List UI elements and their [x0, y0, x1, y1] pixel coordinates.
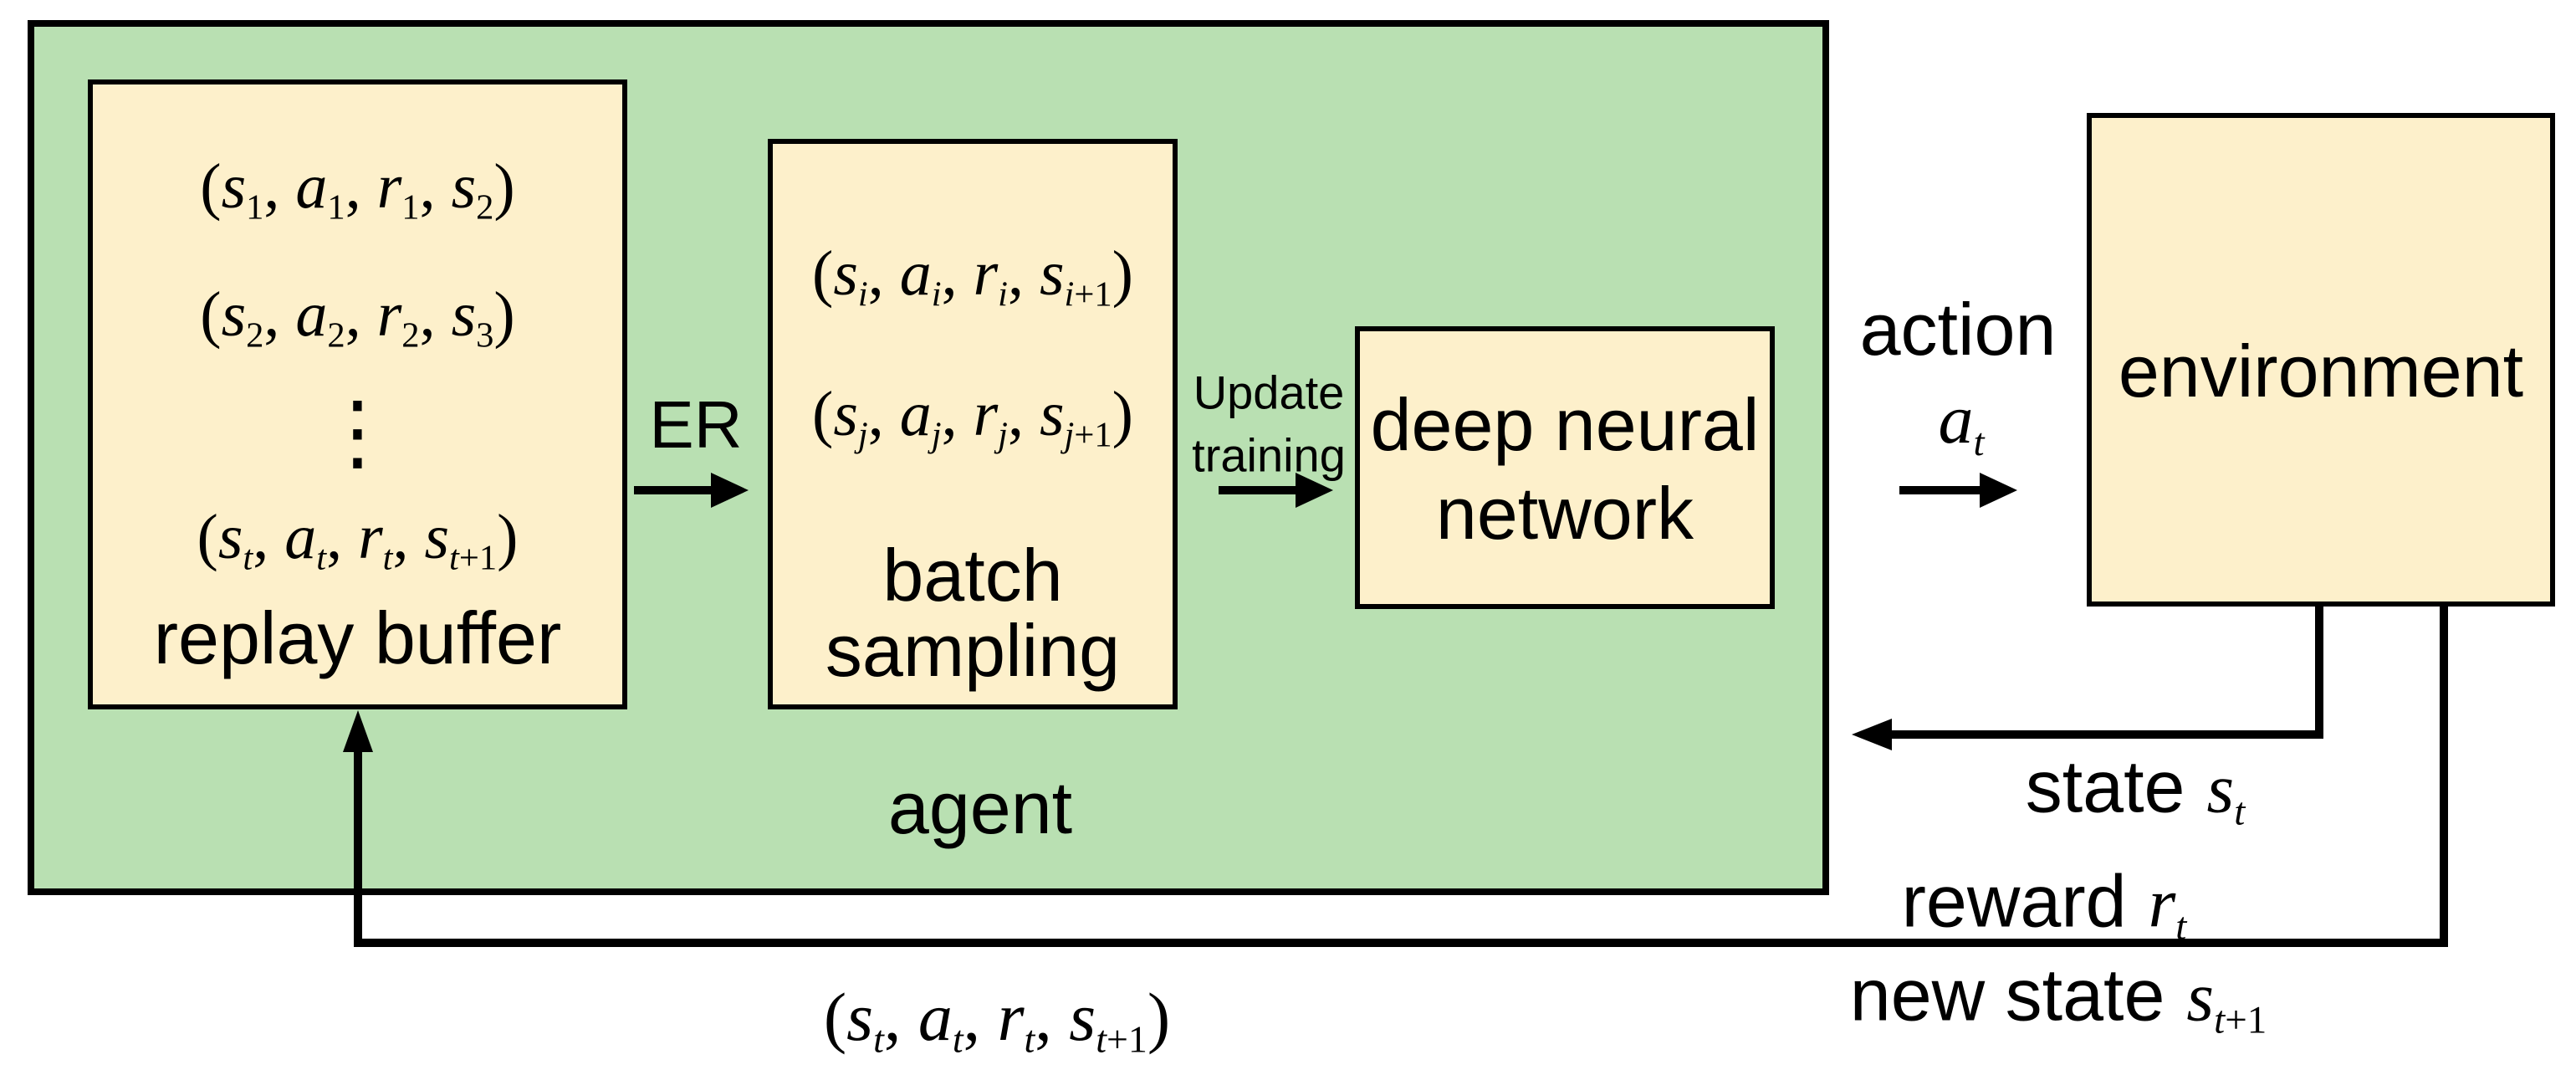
batch-sampling-label-line1: batch	[882, 533, 1063, 617]
state-arrowhead	[1852, 719, 1892, 750]
new-state-label: new state	[1849, 953, 2165, 1037]
replay-transition-2: (s2, a2, r2, s3)	[200, 279, 515, 356]
environment-box: environment	[2087, 113, 2555, 607]
er-label: ER	[649, 387, 743, 462]
new-state-label-group: new state st+1	[1849, 953, 2267, 1042]
state-label-group: state st	[2025, 745, 2246, 834]
agent-label: agent	[887, 765, 1073, 849]
er-arrow	[634, 473, 749, 508]
update-label-line1: Update	[1193, 366, 1345, 419]
batch-sampling-label-line2: sampling	[825, 608, 1121, 692]
feedback-arrowhead	[343, 710, 373, 752]
batch-sampling-box: (si, ai, ri, si+1) (sj, aj, rj, sj+1) ba…	[768, 139, 1178, 709]
reward-new-state-feedback-arrow	[343, 607, 2448, 947]
environment-label: environment	[2118, 329, 2524, 412]
batch-transition-j: (sj, aj, rj, sj+1)	[812, 379, 1133, 455]
batch-transition-i: (si, ai, ri, si+1)	[812, 238, 1133, 315]
stored-transition-label: (st, at, rt, st+1)	[823, 978, 1171, 1061]
state-symbol: st	[2206, 750, 2246, 834]
new-state-symbol: st+1	[2186, 958, 2267, 1042]
action-arrow	[1899, 473, 2017, 508]
feedback-arrow-path	[354, 607, 2448, 947]
action-symbol: at	[1938, 380, 1985, 464]
update-label-line2: training	[1192, 428, 1346, 482]
replay-buffer-label: replay buffer	[153, 596, 562, 679]
dnn-label-line1: deep neural	[1370, 382, 1760, 466]
state-arrow	[1852, 607, 2323, 750]
action-arrowhead	[1980, 473, 2017, 508]
vertical-ellipsis: ⋮	[315, 382, 400, 481]
update-training-arrow	[1219, 473, 1333, 508]
update-arrowhead	[1296, 473, 1333, 508]
reward-label-group: reward rt	[1901, 859, 2187, 949]
replay-buffer-box: (s1, a1, r1, s2) (s2, a2, r2, s3) ⋮ (st,…	[88, 79, 627, 709]
reward-symbol: rt	[2148, 864, 2187, 949]
replay-transition-t: (st, at, rt, st+1)	[197, 502, 519, 578]
er-arrowhead	[711, 473, 749, 508]
replay-transition-1: (s1, a1, r1, s2)	[200, 151, 515, 228]
reward-label: reward	[1901, 859, 2127, 943]
action-label: action	[1859, 287, 2057, 371]
state-arrow-path	[1892, 607, 2323, 739]
deep-neural-network-box: deep neural network	[1355, 326, 1775, 609]
state-label: state	[2025, 745, 2185, 828]
dnn-label-line2: network	[1435, 471, 1694, 555]
